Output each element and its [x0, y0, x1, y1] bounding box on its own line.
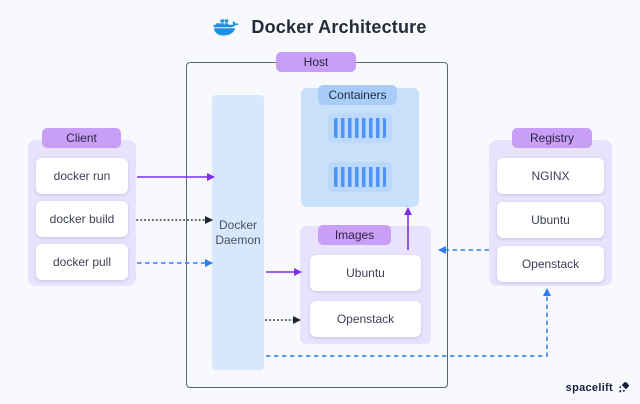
container-stripes: [334, 167, 386, 187]
spacelift-wordmark: spacelift: [565, 381, 613, 394]
diagram-title-row: Docker Architecture: [0, 12, 640, 42]
spacelift-logo: spacelift: [566, 381, 630, 394]
diagram-title: Docker Architecture: [251, 16, 427, 37]
image-item-ubuntu: Ubuntu: [310, 255, 421, 291]
container-stripes: [334, 118, 386, 138]
host-badge: Host: [276, 52, 356, 72]
registry-item-nginx: NGINX: [497, 158, 604, 194]
shipping-container-icon: [328, 162, 392, 192]
client-command-docker-run: docker run: [36, 158, 128, 194]
client-command-docker-pull: docker pull: [36, 244, 128, 280]
docker-whale-icon: [213, 16, 241, 38]
rocket-icon: [617, 381, 630, 394]
registry-badge: Registry: [512, 128, 592, 148]
containers-badge: Containers: [318, 85, 397, 105]
containers-panel: [301, 88, 419, 207]
registry-item-openstack: Openstack: [497, 246, 604, 282]
registry-item-ubuntu: Ubuntu: [497, 202, 604, 238]
images-badge: Images: [318, 225, 391, 245]
docker-daemon-block: Docker Daemon: [212, 95, 264, 370]
image-item-openstack: Openstack: [310, 301, 421, 337]
client-badge: Client: [42, 128, 121, 148]
client-panel: docker run docker build docker pull: [28, 140, 136, 286]
docker-daemon-label: Docker Daemon: [215, 217, 261, 247]
client-command-docker-build: docker build: [36, 201, 128, 237]
shipping-container-icon: [328, 113, 392, 143]
registry-panel: NGINX Ubuntu Openstack: [489, 140, 612, 286]
